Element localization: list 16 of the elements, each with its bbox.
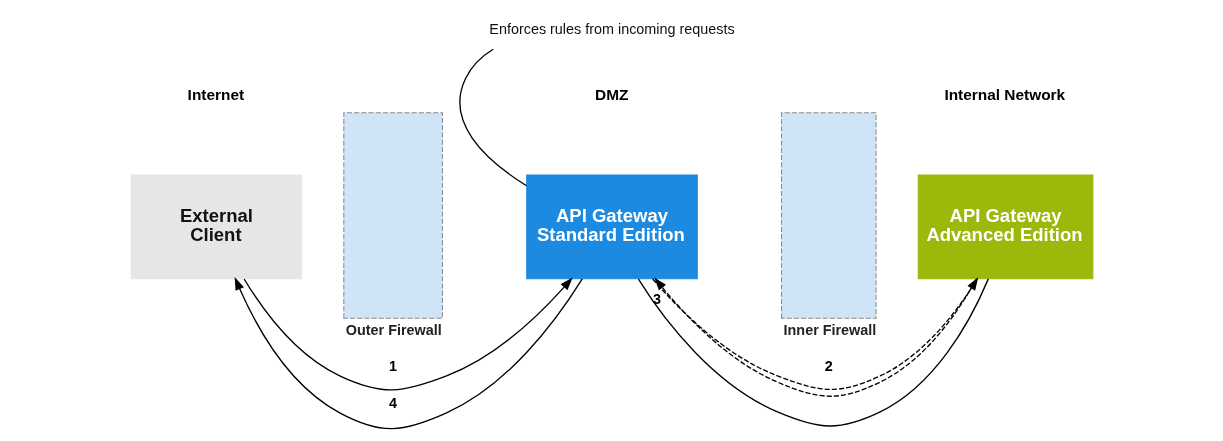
edge-label: 3 <box>652 291 661 308</box>
label: Internet <box>187 86 244 104</box>
edge-label: 2 <box>824 357 833 374</box>
node-box: API Gateway Advanced Edition <box>917 174 1093 280</box>
node-label: Outer Firewall <box>345 322 442 338</box>
arrow <box>242 277 573 391</box>
connector <box>458 48 527 187</box>
node-box: External Client <box>130 174 302 280</box>
arrow <box>234 277 583 430</box>
label: DMZ <box>594 86 628 104</box>
node-text: Enforces rules from incoming requests <box>488 21 735 38</box>
edge-label: 4 <box>388 394 397 411</box>
edge-label: 1 <box>388 357 397 374</box>
node-box: API Gateway Standard Edition <box>525 174 698 280</box>
label: Internal Network <box>943 86 1065 104</box>
node-label: Inner Firewall <box>783 322 876 338</box>
